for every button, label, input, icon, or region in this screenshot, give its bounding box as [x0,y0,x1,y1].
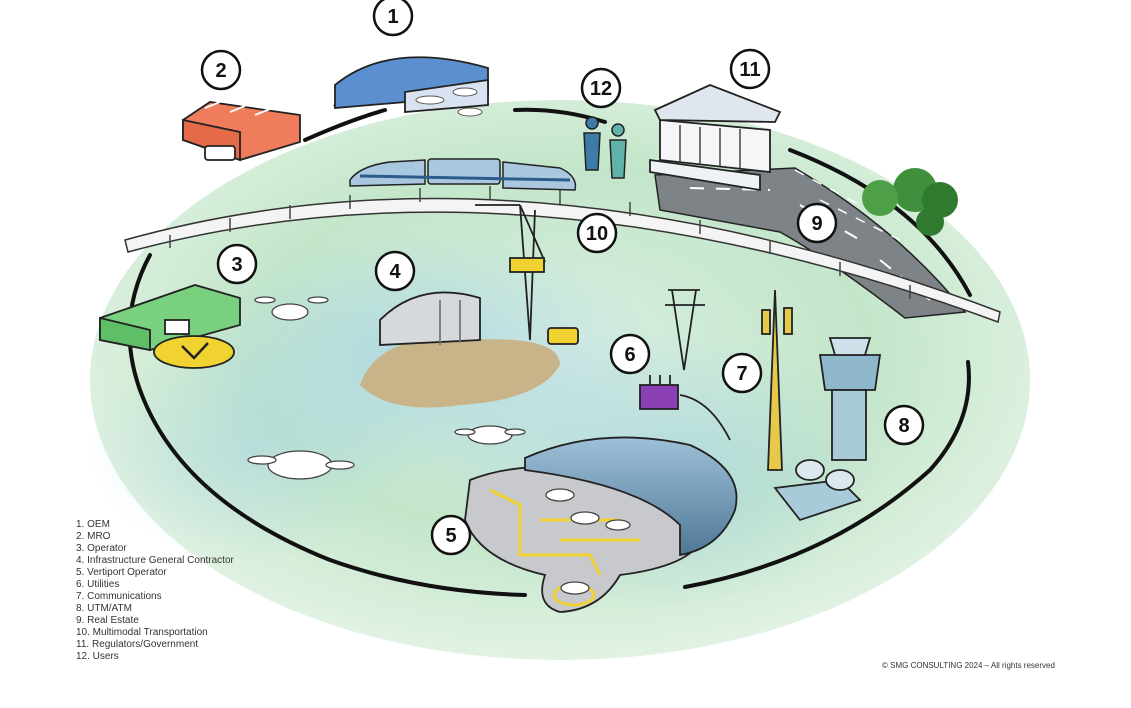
svg-text:1: 1 [387,6,398,28]
legend-item: 8. UTM/ATM [76,603,132,614]
legend-item: 11. Regulators/Government [76,639,199,650]
legend-item: 9. Real Estate [76,615,139,626]
badge-7: 7 [721,352,763,394]
construction-site [360,204,579,408]
badge-10: 10 [576,212,618,254]
air-taxis [247,296,631,595]
copyright-notice: © SMG CONSULTING 2024 – All rights reser… [882,661,1055,670]
users-figures [583,116,627,179]
legend: 1. OEM 2. MRO 3. Operator 4. Infrastruct… [76,519,234,663]
badge-12: 12 [580,67,622,109]
trees [862,168,958,236]
legend-item: 7. Communications [76,591,162,602]
train [349,158,577,191]
svg-text:5: 5 [445,525,456,547]
svg-text:12: 12 [590,78,612,100]
mro-building [182,101,301,162]
svg-text:11: 11 [739,59,760,81]
badge-1: 1 [372,0,414,37]
legend-item: 10. Multimodal Transportation [76,627,208,638]
utility-substation [639,289,731,441]
svg-text:10: 10 [586,223,608,245]
badge-9: 9 [796,202,838,244]
badge-4: 4 [374,250,416,292]
legend-item: 6. Utilities [76,579,120,590]
legend-item: 1. OEM [76,519,110,530]
badge-11: 11 [729,48,771,90]
badge-8: 8 [883,404,925,446]
legend-item: 12. Users [76,651,119,662]
viaduct [124,186,1001,324]
vertiport [464,436,738,613]
legend-item: 3. Operator [76,543,127,554]
operator-building [99,284,241,369]
legend-item: 5. Vertiport Operator [76,567,167,578]
svg-text:9: 9 [811,213,822,235]
svg-text:4: 4 [389,261,401,283]
badge-2: 2 [200,49,242,91]
oem-hangar [332,56,489,117]
legend-item: 4. Infrastructure General Contractor [76,555,234,566]
svg-text:3: 3 [231,254,242,276]
svg-text:6: 6 [624,344,635,366]
communications-tower [761,289,793,471]
badge-6: 6 [609,333,651,375]
legend-item: 2. MRO [76,531,111,542]
control-tower [773,337,882,522]
badge-3: 3 [216,243,258,285]
svg-text:8: 8 [898,415,909,437]
svg-text:7: 7 [736,363,747,385]
svg-text:2: 2 [215,60,226,82]
government-building [649,84,782,192]
badge-5: 5 [430,514,472,556]
